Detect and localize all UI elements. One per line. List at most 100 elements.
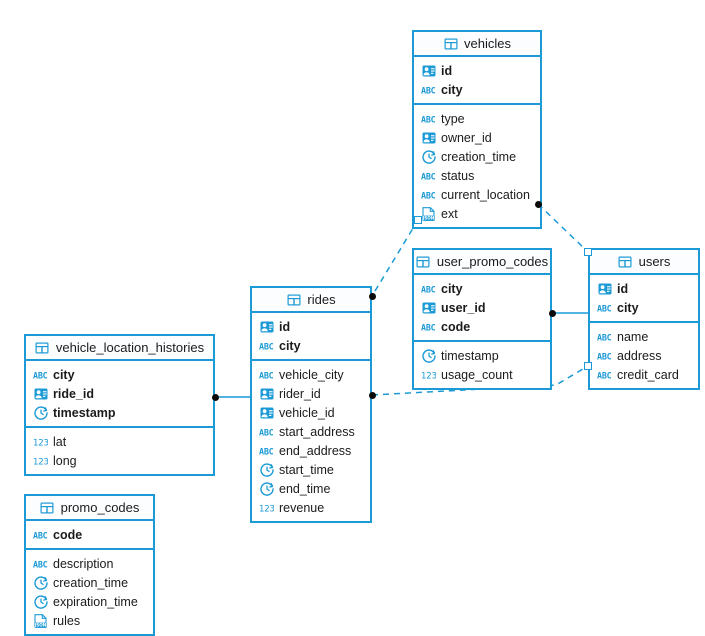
relationship-vehicles-to-users[interactable] bbox=[537, 203, 589, 253]
field-label: vehicle_id bbox=[279, 405, 335, 420]
field-label: type bbox=[441, 111, 465, 126]
field-label: address bbox=[617, 348, 662, 363]
svg-text:123: 123 bbox=[33, 438, 48, 447]
svg-text:ABC: ABC bbox=[597, 303, 612, 313]
svg-text:ABC: ABC bbox=[421, 114, 436, 124]
field-vehicles-creation_time[interactable]: creation_time bbox=[414, 147, 540, 166]
id-badge-icon bbox=[259, 320, 274, 334]
field-rides-rider_id[interactable]: rider_id bbox=[252, 384, 370, 403]
abc-text-icon: ABC bbox=[259, 339, 274, 353]
field-rides-id[interactable]: id bbox=[252, 317, 370, 336]
field-user_promo_codes-timestamp[interactable]: timestamp bbox=[414, 346, 550, 365]
abc-text-icon: ABC bbox=[259, 368, 274, 382]
field-vehicles-type[interactable]: ABC type bbox=[414, 109, 540, 128]
field-label: city bbox=[441, 82, 463, 97]
svg-text:ABC: ABC bbox=[33, 370, 48, 380]
relationship-endpoint-many bbox=[211, 393, 219, 401]
field-label: current_location bbox=[441, 187, 530, 202]
field-label: credit_card bbox=[617, 367, 679, 382]
field-label: city bbox=[617, 300, 639, 315]
entity-header-users[interactable]: users bbox=[590, 250, 698, 275]
entity-header-promo_codes[interactable]: promo_codes bbox=[26, 496, 153, 521]
field-rides-end_time[interactable]: end_time bbox=[252, 479, 370, 498]
id-badge-icon bbox=[421, 131, 436, 145]
abc-text-icon: ABC bbox=[421, 112, 436, 126]
field-vehicle_location_histories-city[interactable]: ABC city bbox=[26, 365, 213, 384]
relationship-endpoint-one bbox=[414, 216, 422, 224]
svg-text:123: 123 bbox=[421, 371, 436, 380]
field-label: expiration_time bbox=[53, 594, 138, 609]
field-vehicles-id[interactable]: id bbox=[414, 61, 540, 80]
id-badge-icon bbox=[597, 282, 612, 296]
table-grid-icon bbox=[35, 341, 50, 354]
field-users-city[interactable]: ABC city bbox=[590, 298, 698, 317]
id-badge-icon bbox=[259, 406, 274, 420]
field-label: ride_id bbox=[53, 386, 94, 401]
field-users-credit_card[interactable]: ABC credit_card bbox=[590, 365, 698, 384]
entity-header-vehicle_location_histories[interactable]: vehicle_location_histories bbox=[26, 336, 213, 361]
relationship-endpoint-many bbox=[368, 391, 376, 399]
field-label: status bbox=[441, 168, 475, 183]
abc-text-icon: ABC bbox=[259, 425, 274, 439]
field-label: city bbox=[53, 367, 75, 382]
field-rides-vehicle_id[interactable]: vehicle_id bbox=[252, 403, 370, 422]
field-label: code bbox=[441, 319, 471, 334]
field-label: creation_time bbox=[441, 149, 517, 164]
abc-text-icon: ABC bbox=[597, 368, 612, 382]
field-promo_codes-expiration_time[interactable]: expiration_time bbox=[26, 592, 153, 611]
svg-text:ABC: ABC bbox=[259, 341, 274, 351]
field-promo_codes-creation_time[interactable]: creation_time bbox=[26, 573, 153, 592]
table-grid-icon bbox=[443, 37, 458, 50]
entity-header-rides[interactable]: rides bbox=[252, 288, 370, 313]
field-users-id[interactable]: id bbox=[590, 279, 698, 298]
field-label: timestamp bbox=[53, 405, 116, 420]
table-grid-icon bbox=[618, 255, 633, 268]
field-vehicle_location_histories-ride_id[interactable]: ride_id bbox=[26, 384, 213, 403]
entity-title: users bbox=[638, 254, 671, 269]
svg-text:123: 123 bbox=[33, 457, 48, 466]
abc-text-icon: ABC bbox=[421, 320, 436, 334]
field-rides-start_time[interactable]: start_time bbox=[252, 460, 370, 479]
field-user_promo_codes-code[interactable]: ABC code bbox=[414, 317, 550, 336]
entity-header-user_promo_codes[interactable]: user_promo_codes bbox=[414, 250, 550, 275]
field-label: start_time bbox=[279, 462, 334, 477]
svg-text:ABC: ABC bbox=[33, 559, 48, 569]
id-badge-icon bbox=[33, 387, 48, 401]
field-vehicles-owner_id[interactable]: owner_id bbox=[414, 128, 540, 147]
field-vehicle_location_histories-timestamp[interactable]: timestamp bbox=[26, 403, 213, 422]
field-user_promo_codes-user_id[interactable]: user_id bbox=[414, 298, 550, 317]
123-number-icon: 123 bbox=[259, 501, 274, 515]
123-number-icon: 123 bbox=[33, 435, 48, 449]
entity-header-vehicles[interactable]: vehicles bbox=[414, 32, 540, 57]
clock-icon bbox=[33, 594, 48, 609]
field-label: city bbox=[441, 281, 463, 296]
123-number-icon: 123 bbox=[33, 454, 48, 468]
field-label: name bbox=[617, 329, 649, 344]
